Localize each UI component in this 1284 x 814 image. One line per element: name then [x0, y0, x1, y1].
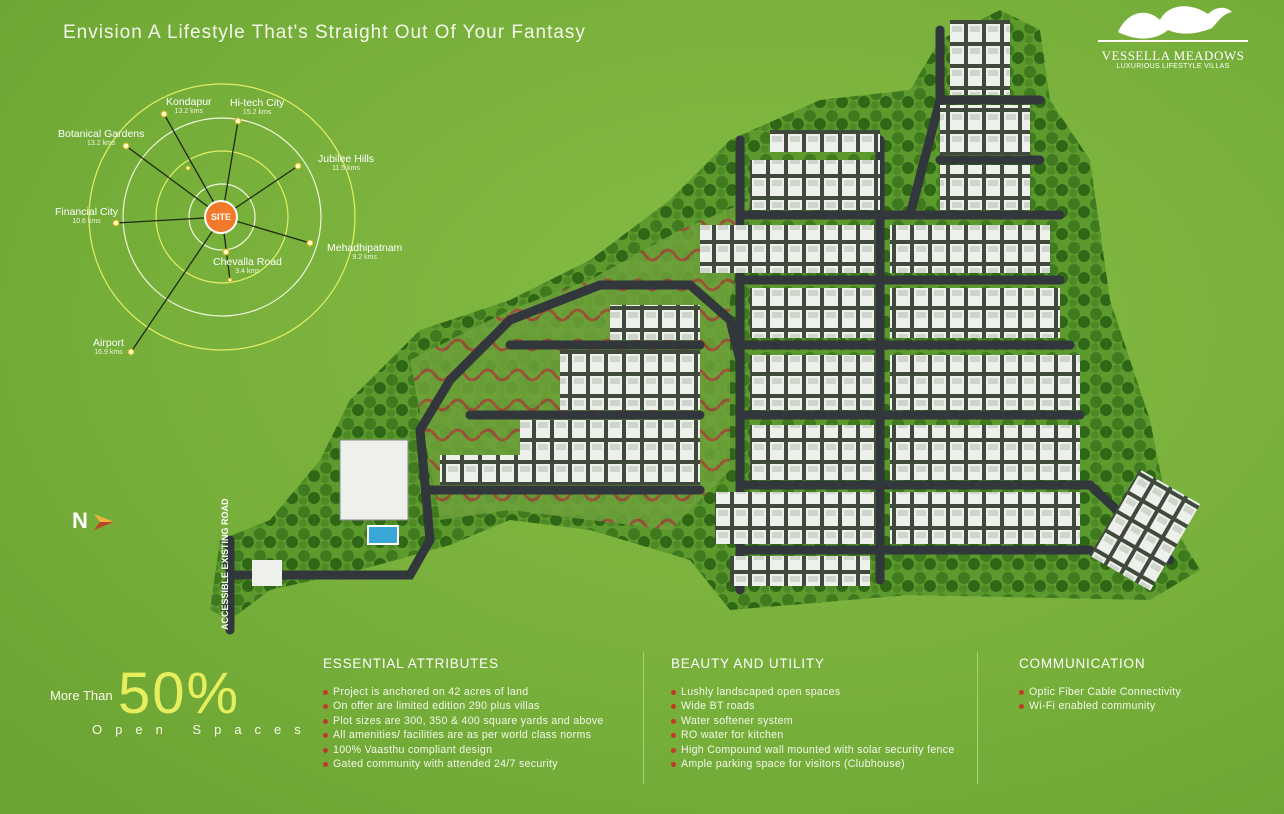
- list-item: Gated community with attended 24/7 secur…: [323, 757, 604, 771]
- attribute-list: Lushly landscaped open spaces Wide BT ro…: [671, 685, 955, 771]
- list-item: 100% Vaasthu compliant design: [323, 743, 604, 757]
- section-communication: COMMUNICATION Optic Fiber Cable Connecti…: [1019, 656, 1181, 714]
- horse-emblem-icon: [1098, 6, 1248, 42]
- open-spaces-label: Open Spaces: [92, 722, 314, 737]
- list-item: Water softener system: [671, 714, 955, 728]
- list-item: Wi-Fi enabled community: [1019, 699, 1181, 713]
- section-title: COMMUNICATION: [1019, 656, 1146, 671]
- list-item: Project is anchored on 42 acres of land: [323, 685, 604, 699]
- brand-name: VESSELLA MEADOWS: [1101, 48, 1245, 63]
- section-title: BEAUTY AND UTILITY: [671, 656, 825, 671]
- section-beauty-and-utility: BEAUTY AND UTILITY Lushly landscaped ope…: [671, 656, 955, 771]
- list-item: Ample parking space for visitors (Clubho…: [671, 757, 955, 771]
- list-item: Plot sizes are 300, 350 & 400 square yar…: [323, 714, 604, 728]
- list-item: Wide BT roads: [671, 699, 955, 713]
- list-item: On offer are limited edition 290 plus vi…: [323, 699, 604, 713]
- divider: [643, 652, 644, 784]
- section-essential-attributes: ESSENTIAL ATTRIBUTES Project is anchored…: [323, 656, 604, 771]
- list-item: Lushly landscaped open spaces: [671, 685, 955, 699]
- site-marker: SITE: [206, 202, 236, 232]
- attribute-list: Project is anchored on 42 acres of land …: [323, 685, 604, 771]
- open-spaces-value: 50%: [118, 661, 241, 726]
- north-indicator: N: [72, 508, 115, 534]
- brand-logo: VESSELLA MEADOWS LUXURIOUS LIFESTYLE VIL…: [1098, 0, 1248, 78]
- brand-tagline: LUXURIOUS LIFESTYLE VILLAS: [1116, 63, 1230, 70]
- distance-radar: [88, 83, 356, 356]
- access-road-label: ACCESSIBLE EXISTING ROAD: [220, 498, 230, 630]
- list-item: RO water for kitchen: [671, 728, 955, 742]
- list-item: Optic Fiber Cable Connectivity: [1019, 685, 1181, 699]
- north-arrow-icon: [94, 514, 115, 531]
- list-item: All amenities/ facilities are as per wor…: [323, 728, 604, 742]
- divider: [977, 652, 978, 784]
- headline: Envision A Lifestyle That's Straight Out…: [63, 22, 586, 43]
- section-title: ESSENTIAL ATTRIBUTES: [323, 656, 499, 671]
- attribute-list: Optic Fiber Cable Connectivity Wi-Fi ena…: [1019, 685, 1181, 714]
- site-plan-map: ACCESSIBLE EXISTING ROAD: [210, 10, 1201, 635]
- open-spaces-prefix: More Than: [50, 688, 113, 703]
- list-item: High Compound wall mounted with solar se…: [671, 743, 955, 757]
